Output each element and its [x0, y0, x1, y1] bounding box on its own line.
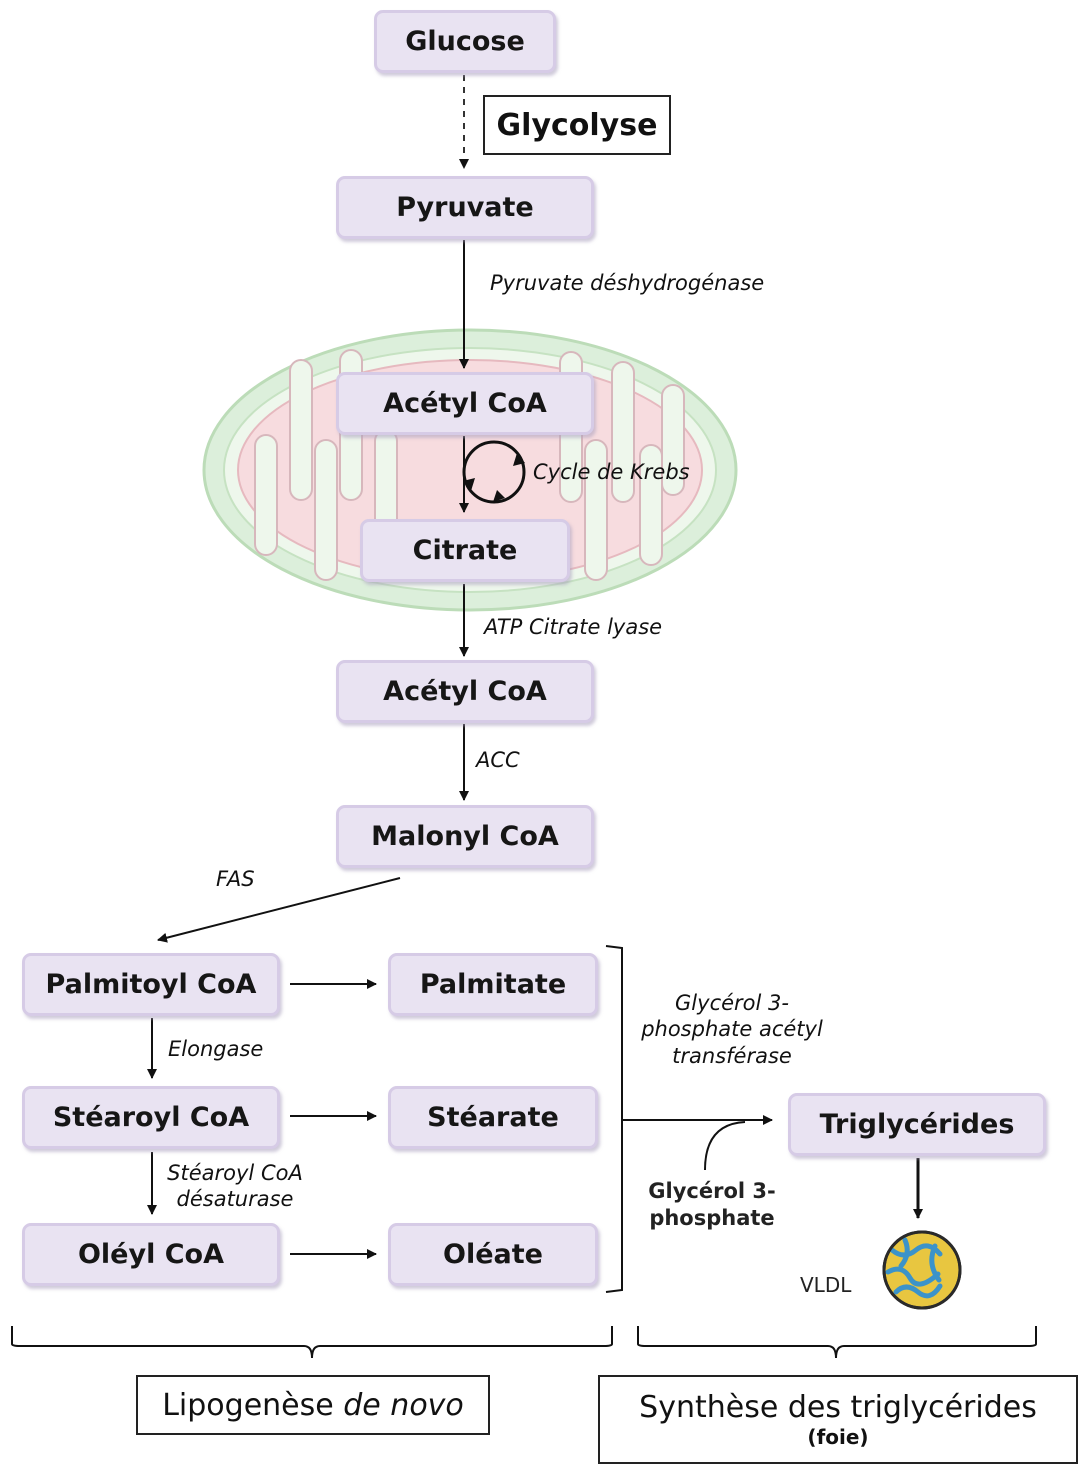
de-novo-text: de novo: [343, 1387, 464, 1423]
g3p-line-1: Glycérol 3-: [648, 1179, 776, 1203]
krebs-cycle-icon: [462, 440, 526, 504]
node-acetyl-coa-mitochondrial: Acétyl CoA: [336, 372, 594, 435]
g3p-acyltransferase-label: Glycérol 3- phosphate acétyl transférase: [632, 990, 832, 1069]
g3p-transferase-line-3: transférase: [672, 1043, 792, 1068]
node-triglycerides: Triglycérides: [788, 1093, 1046, 1156]
node-citrate: Citrate: [360, 519, 570, 582]
lipogenese-text: Lipogenèse: [162, 1387, 334, 1423]
glycerol-3-phosphate-label: Glycérol 3- phosphate: [632, 1178, 792, 1233]
node-oleyl-coa: Oléyl CoA: [22, 1223, 280, 1286]
node-malonyl-coa: Malonyl CoA: [336, 805, 594, 868]
pyruvate-dehydrogenase-label: Pyruvate déshydrogénase: [490, 271, 765, 295]
node-stearoyl-coa: Stéaroyl CoA: [22, 1086, 280, 1149]
desaturase-line-1: Stéaroyl CoA: [167, 1161, 303, 1185]
desaturase-line-2: désaturase: [176, 1187, 294, 1212]
krebs-cycle-label: Cycle de Krebs: [533, 460, 690, 484]
atp-citrate-lyase-label: ATP Citrate lyase: [484, 615, 663, 639]
fas-label: FAS: [216, 867, 255, 891]
desaturase-label: Stéaroyl CoA désaturase: [160, 1160, 310, 1213]
synthese-title: Synthèse des triglycérides: [639, 1390, 1037, 1425]
node-oleate: Oléate: [388, 1223, 598, 1286]
node-acetyl-coa-cytosolic: Acétyl CoA: [336, 660, 594, 723]
node-palmitoyl-coa: Palmitoyl CoA: [22, 953, 280, 1016]
g3p-transferase-line-1: Glycérol 3-: [675, 991, 789, 1015]
synthese-triglycerides-box: Synthèse des triglycérides (foie): [598, 1375, 1078, 1464]
g3p-line-2: phosphate: [649, 1206, 775, 1231]
foie-subtitle: (foie): [807, 1425, 869, 1449]
glycolyse-label: Glycolyse: [483, 95, 671, 155]
node-palmitate: Palmitate: [388, 953, 598, 1016]
node-pyruvate: Pyruvate: [336, 176, 594, 239]
vldl-label: VLDL: [800, 1273, 852, 1297]
vldl-particle-icon: [882, 1230, 962, 1310]
node-glucose: Glucose: [374, 10, 556, 73]
lipogenese-de-novo-box: Lipogenèse de novo: [136, 1375, 490, 1435]
elongase-label: Elongase: [168, 1037, 264, 1061]
node-stearate: Stéarate: [388, 1086, 598, 1149]
acc-label: ACC: [476, 748, 520, 772]
g3p-transferase-line-2: phosphate acétyl: [641, 1017, 823, 1042]
